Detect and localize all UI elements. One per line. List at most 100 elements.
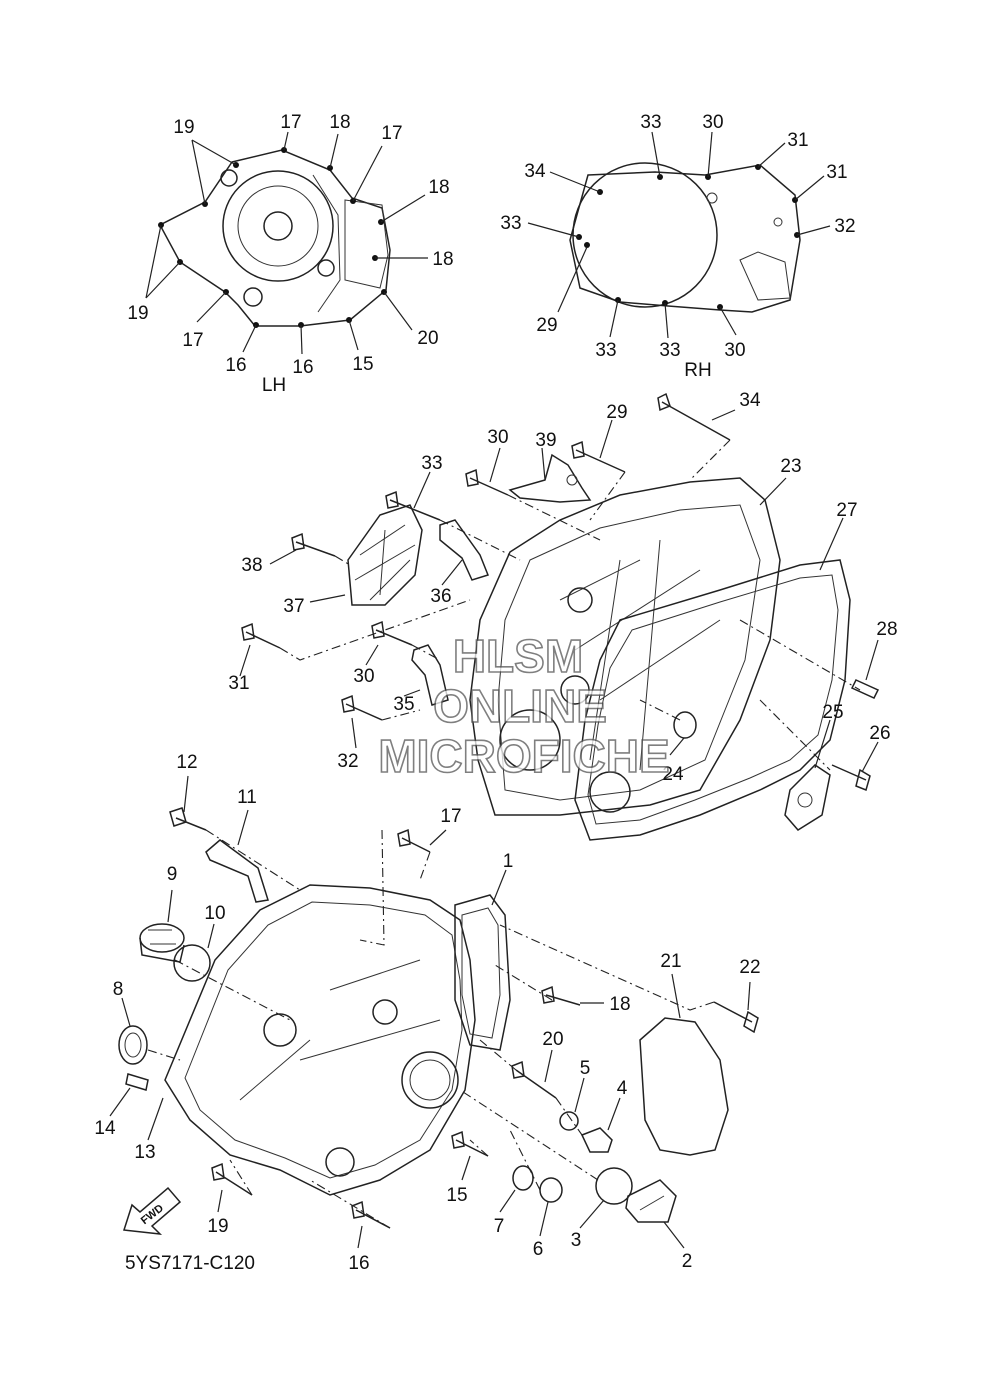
callout-p37: 37 — [283, 596, 304, 617]
callout-p23: 23 — [780, 456, 801, 477]
callout-p26: 26 — [869, 723, 890, 744]
callout-p34: 34 — [739, 390, 761, 411]
bracket-35 — [411, 644, 449, 706]
callout-p32: 32 — [337, 751, 358, 772]
callout-lh-20: 20 — [417, 328, 438, 349]
callout-lh-19a: 19 — [173, 117, 194, 138]
lh-caption: LH — [262, 375, 286, 396]
callout-rh-30b: 30 — [724, 340, 745, 361]
seal-8 — [118, 1025, 148, 1065]
oil-cap-9 — [139, 923, 185, 963]
bolts-bottom — [169, 807, 759, 1229]
callout-p15: 15 — [446, 1185, 467, 1206]
callout-p21: 21 — [660, 951, 681, 972]
callout-lh-17b: 17 — [381, 123, 402, 144]
callout-p28: 28 — [876, 619, 897, 640]
callout-p17: 17 — [440, 806, 461, 827]
callout-rh-31a: 31 — [787, 130, 808, 151]
callout-p18: 18 — [609, 994, 630, 1015]
rh-bolt-dots — [576, 164, 800, 310]
callout-p12: 12 — [176, 752, 197, 773]
callout-p22: 22 — [739, 957, 760, 978]
callout-p30a: 30 — [487, 427, 508, 448]
lh-cover-outline — [158, 149, 391, 327]
callout-p24: 24 — [662, 764, 684, 785]
callout-rh-33d: 33 — [659, 340, 680, 361]
watermark-line-3: MICROFICHE — [378, 730, 669, 782]
callout-p8: 8 — [113, 979, 124, 1000]
fwd-label: FWD — [139, 1202, 166, 1227]
lh-leader-lines — [145, 131, 428, 355]
bracket-11 — [205, 839, 269, 903]
callout-lh-16b: 16 — [292, 357, 313, 378]
gasket-27 — [574, 559, 851, 841]
callout-rh-33c: 33 — [595, 340, 616, 361]
callout-lh-17a: 17 — [280, 112, 301, 133]
callout-p6: 6 — [533, 1239, 544, 1260]
oring-10 — [173, 944, 211, 982]
watermark-line-2: ONLINE — [433, 680, 607, 732]
assembly-lines-middle — [279, 439, 861, 771]
callout-p20: 20 — [542, 1029, 563, 1050]
callout-p9: 9 — [167, 864, 178, 885]
rh-caption: RH — [684, 360, 711, 381]
callout-p29: 29 — [606, 402, 627, 423]
callout-lh-19b: 19 — [127, 303, 148, 324]
callout-p36: 36 — [430, 586, 451, 607]
callout-p38: 38 — [241, 555, 262, 576]
callout-p39: 39 — [535, 430, 556, 451]
bracket-36 — [439, 519, 489, 581]
callout-p27: 27 — [836, 500, 857, 521]
callout-lh-16a: 16 — [225, 355, 246, 376]
gasket-lh — [454, 894, 511, 1051]
callout-rh-29: 29 — [536, 315, 557, 336]
callout-p14: 14 — [94, 1118, 116, 1139]
rh-leader-lines — [527, 131, 831, 339]
callout-rh-34: 34 — [524, 161, 546, 182]
callout-rh-31b: 31 — [826, 162, 847, 183]
callout-p19: 19 — [207, 1216, 228, 1237]
callout-lh-18b: 18 — [428, 177, 449, 198]
callout-rh-33a: 33 — [640, 112, 661, 133]
callout-lh-18a: 18 — [329, 112, 350, 133]
callout-p30b: 30 — [353, 666, 374, 687]
diagram-code: 5YS7171-C120 — [125, 1253, 255, 1274]
callout-rh-30a: 30 — [702, 112, 723, 133]
callout-p7: 7 — [494, 1216, 505, 1237]
callout-p1: 1 — [503, 851, 514, 872]
callout-lh-17c: 17 — [182, 330, 203, 351]
callout-p2: 2 — [682, 1251, 693, 1272]
guide-21 — [639, 1017, 729, 1156]
callout-rh-32: 32 — [834, 216, 855, 237]
bracket-39 — [508, 453, 592, 503]
watermark-line-1: HLSM — [453, 630, 583, 682]
callout-lh-15: 15 — [352, 354, 373, 375]
callout-p10: 10 — [204, 903, 225, 924]
callout-p25: 25 — [822, 702, 843, 723]
callout-p3: 3 — [571, 1230, 582, 1251]
callout-p11: 11 — [237, 787, 257, 808]
plugs-right — [512, 1111, 677, 1223]
callout-p35: 35 — [393, 694, 414, 715]
fwd-arrow-icon: FWD — [123, 1186, 182, 1235]
callout-p33: 33 — [421, 453, 442, 474]
rh-cover-outline — [569, 162, 801, 313]
lh-bolt-dots — [158, 147, 387, 328]
callout-lh-18c: 18 — [432, 249, 453, 270]
leader-lines-middle — [239, 409, 879, 773]
callout-p13: 13 — [134, 1142, 155, 1163]
callout-rh-33b: 33 — [500, 213, 521, 234]
leader-lines-bottom — [109, 775, 751, 1249]
callout-p4: 4 — [617, 1078, 628, 1099]
dowel-14 — [125, 1073, 149, 1091]
cover-37 — [347, 504, 423, 606]
callout-p16: 16 — [348, 1253, 369, 1274]
crankcase-cover-23 — [469, 477, 781, 816]
crankcase-cover-13 — [164, 884, 476, 1196]
watermark: HLSM ONLINE MICROFICHE — [378, 629, 671, 783]
callout-p5: 5 — [580, 1058, 591, 1079]
assembly-lines-bottom — [147, 829, 715, 1229]
